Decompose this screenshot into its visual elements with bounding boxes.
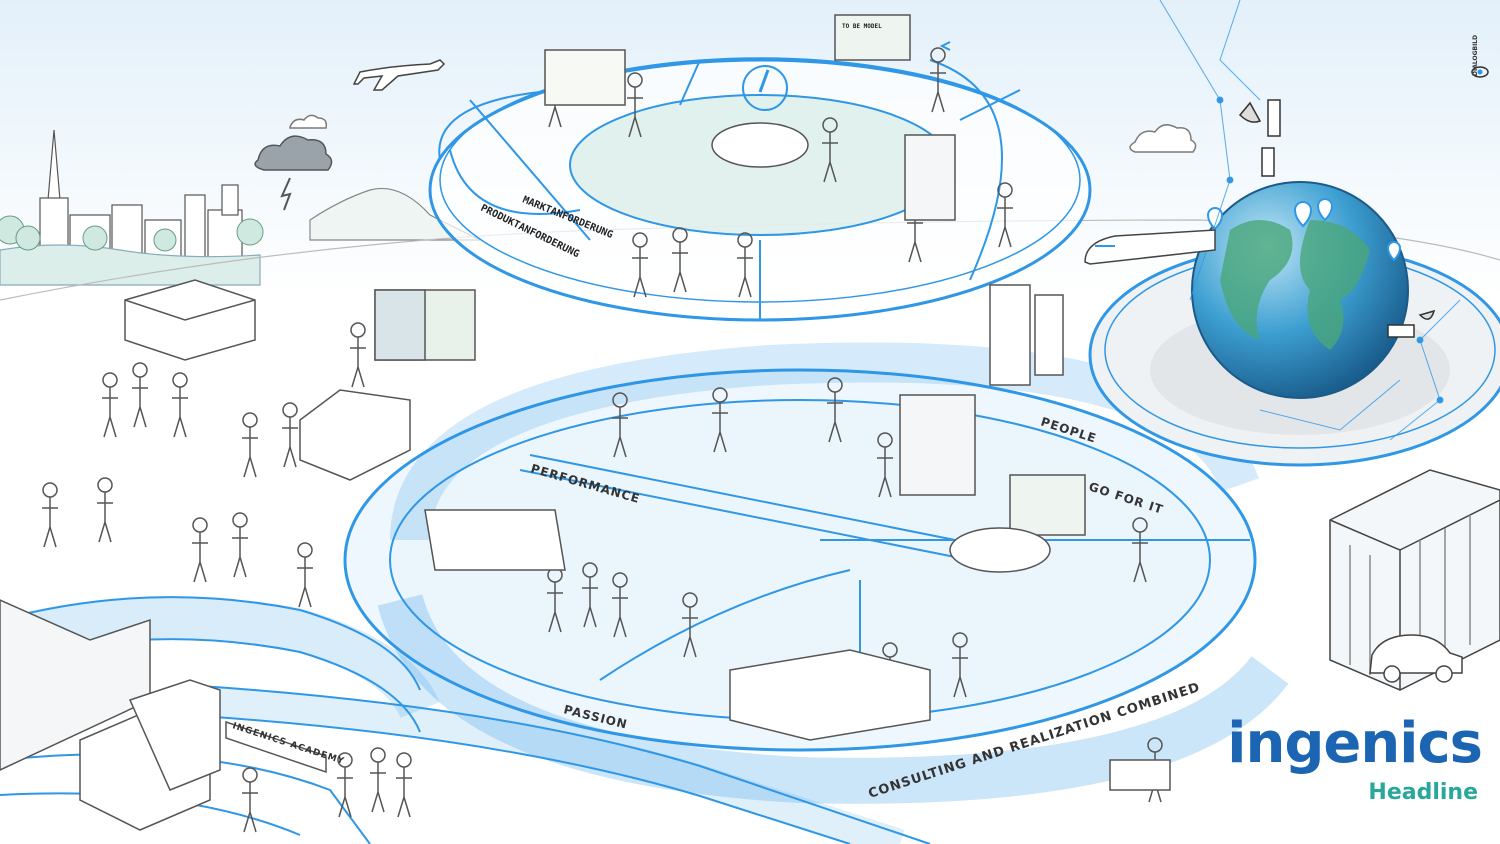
left-buildings [124, 279, 476, 481]
road-tubes-left [0, 596, 931, 844]
cloud-icon [1129, 124, 1197, 153]
trees [0, 215, 264, 252]
label-to-be-model: TO BE MODEL [842, 23, 882, 30]
brand-logo: ingenics Headline [1227, 711, 1483, 806]
cloud-icon [289, 114, 328, 129]
mountain [309, 187, 481, 241]
eye-icon [1471, 66, 1489, 78]
airplane-icon [352, 59, 446, 91]
logo-wordmark: ingenics [1227, 711, 1483, 776]
globe-icon [1191, 181, 1409, 399]
logo-headline: Headline [1368, 780, 1478, 805]
top-platform [428, 41, 1092, 322]
academy-building [0, 599, 327, 831]
car-icon [1369, 634, 1463, 683]
glass-building [1329, 469, 1500, 691]
storm-cloud-icon [254, 135, 333, 211]
credit-mark: DIALOGBILD [1466, 24, 1496, 84]
credit-text: DIALOGBILD [1472, 34, 1479, 76]
furniture-sketches [424, 14, 1171, 791]
train-icon [1084, 229, 1216, 265]
satellite-icon [1238, 99, 1436, 338]
